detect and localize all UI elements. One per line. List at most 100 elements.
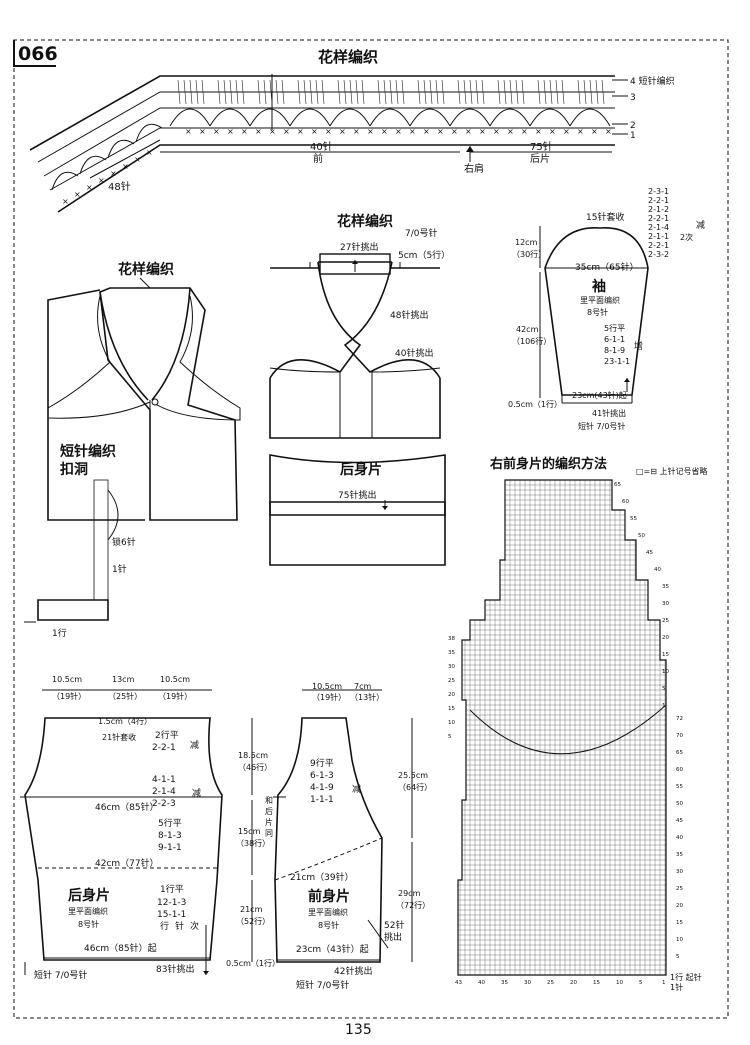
back-top-w2: 13cm: [112, 675, 135, 684]
front-label: 前: [313, 152, 323, 165]
back-dec1-0: 2行平: [155, 729, 179, 741]
right-front-grid-chart: 右前身片的编织方法 □=⊟ 上针记号省略 6560555045403530252…: [448, 456, 708, 992]
front-pickup-52b: 挑出: [384, 931, 402, 943]
grid-row-label-left: 5: [448, 734, 452, 740]
grid-col-label: 5: [639, 980, 643, 986]
stitch-stroke: [543, 79, 547, 105]
same-3: 同: [265, 829, 273, 838]
sleeve-schematic: 15针套收 12cm （30行） 35cm（65针） 袖 里平面编织 8号针 4…: [508, 187, 705, 431]
top-chart-title: 花样编织: [318, 48, 378, 66]
grid-row-label-right: 15: [676, 920, 683, 926]
sc-symbol: ×: [353, 127, 360, 136]
grid-row-label-top: 20: [662, 635, 669, 641]
right-shoulder-label: 右肩: [464, 162, 484, 175]
dec-row-5: 2-1-1: [648, 232, 669, 241]
sc-symbol: ×: [395, 127, 402, 136]
grid-row-label-top: 30: [662, 601, 669, 607]
stitch-stroke: [521, 79, 525, 105]
scallop-arc: [135, 123, 163, 143]
back-dec1-1: 2-2-1: [152, 743, 176, 753]
vest-back-sketch: 花样编织 7/0号针 27针挑出 5cm（5行） 48针挑出 40针挑出 后身片…: [269, 213, 450, 566]
sleeve-cast-on: 23cm(43针)起: [572, 390, 627, 400]
stitch-stroke: [195, 79, 199, 105]
stitch-stroke: [223, 79, 227, 105]
grid-row-label-left: 20: [448, 692, 455, 698]
front-pickup-42: 42针挑出: [334, 965, 372, 977]
grid-row-label-left: 30: [448, 664, 455, 670]
stitch-stroke: [589, 79, 593, 105]
stitch-stroke: [229, 79, 233, 105]
grid-col-label: 40: [478, 980, 485, 986]
grid-col-label: 1针: [670, 982, 683, 992]
back-hem-h1: 针: [175, 920, 184, 932]
grid-col-label: 30: [524, 980, 531, 986]
stitch-stroke: [537, 79, 541, 105]
sc-symbol: ×: [255, 127, 262, 136]
stitch-stroke: [275, 79, 279, 105]
sc-symbol: ×: [297, 127, 304, 136]
stitch-stroke: [395, 79, 399, 105]
grid-row-label-top: 50: [638, 533, 645, 539]
stitch-stroke: [189, 79, 193, 105]
sc-symbol: ×: [367, 127, 374, 136]
stitch-stroke: [561, 79, 565, 105]
grid-row-label-top: 55: [630, 516, 637, 522]
stitch-stroke: [355, 79, 359, 105]
scallop-arc: [489, 108, 531, 127]
grid-start-label: 1行 起针: [670, 972, 702, 982]
dec-row-0: 2-3-1: [648, 187, 669, 196]
back-cast-on: 46cm（85针）起: [84, 942, 157, 954]
back-body-label: 后身片: [340, 461, 382, 478]
sleeve-width: 35cm（65针）: [575, 261, 639, 273]
vest-front-sketch: 花样编织 短针编织 扣洞 锁6针 1针 1行: [24, 261, 241, 639]
back-arm-1: 2-1-4: [152, 787, 176, 797]
grid-title: 右前身片的编织方法: [489, 456, 607, 472]
stitch-stroke: [377, 79, 381, 105]
scallop-arc: [369, 108, 411, 127]
scallop-arc: [51, 171, 79, 191]
sleeve-length-rows: （106行）: [512, 336, 551, 346]
stitch-stroke: [343, 79, 347, 105]
scallop-arc: [449, 108, 491, 127]
grid-row-label-right: 20: [676, 903, 683, 909]
first-row-label: 1行: [52, 627, 67, 639]
sc-symbol: ×: [98, 176, 105, 185]
stitch-stroke: [601, 79, 605, 105]
front-body-schematic: 10.5cm （19针） 7cm （13针） 18.5cm （46行） 9行平 …: [226, 682, 432, 991]
stitch-stroke: [555, 79, 559, 105]
back-hem-h2: 次: [190, 920, 199, 932]
back-hem-1: 12-1-3: [157, 898, 186, 908]
back-label: 后片: [530, 152, 550, 165]
stitch-stroke: [423, 79, 427, 105]
buttonhole-title: 短针编织: [60, 443, 116, 460]
sleeve-bindoff: 15针套收: [586, 211, 624, 223]
buttonhole-strip: [37, 479, 119, 621]
sc-symbol: ×: [535, 127, 542, 136]
one-stitch-label: 1针: [112, 563, 127, 575]
scallop-arc: [289, 108, 331, 127]
sc-symbol: ×: [311, 127, 318, 136]
grid-row-label-top: 1: [662, 703, 666, 709]
scallop-arc: [529, 108, 571, 127]
back-waist: 42cm（77针）: [95, 857, 159, 869]
sleeve-needle: 8号针: [587, 307, 608, 317]
front-neck-1: 6-1-3: [310, 771, 334, 781]
front-neck-rows: （46行）: [238, 762, 272, 772]
stitch-stroke: [429, 79, 433, 105]
front-right-h: 25.5cm: [398, 771, 428, 780]
grid-row-label-top: 35: [662, 584, 669, 590]
scallop-arc: [329, 108, 371, 127]
legend-row-4: 4 短针编织: [630, 75, 675, 87]
grid-row-label-right: 40: [676, 835, 683, 841]
stitch-stroke: [263, 79, 267, 105]
stitch-stroke: [457, 79, 461, 105]
sc-symbol: ×: [339, 127, 346, 136]
stitch-stroke: [183, 79, 187, 105]
back-arm-label: 减: [192, 787, 201, 799]
grid-col-label: 20: [570, 980, 577, 986]
sc-symbol: ×: [549, 127, 556, 136]
legend-row-1: 1: [630, 131, 636, 141]
stitch-stroke: [401, 79, 405, 105]
grid-col-label: 1: [662, 980, 666, 986]
